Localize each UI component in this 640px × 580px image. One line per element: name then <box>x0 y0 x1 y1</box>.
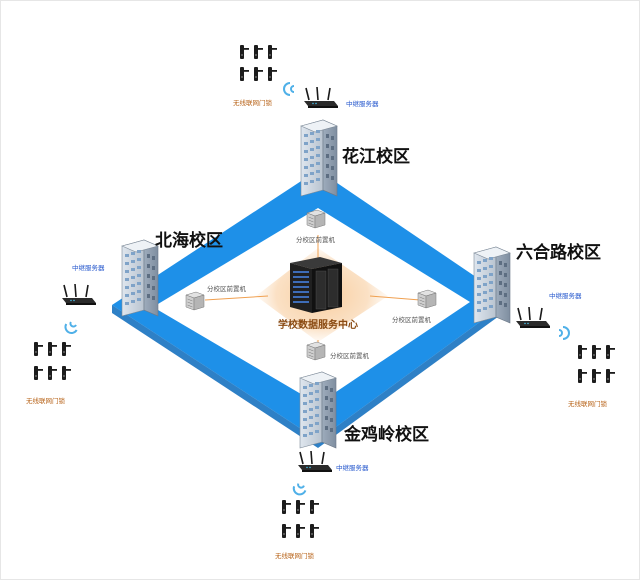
door-lock-icon <box>592 345 601 359</box>
door-lock-icon <box>268 45 277 59</box>
relay-router-icon-top <box>303 86 339 109</box>
door-lock-icon <box>34 342 43 356</box>
building-icon-huajiang <box>300 119 338 197</box>
door-lock-icon <box>62 342 71 356</box>
campus-ring <box>112 170 510 440</box>
front-server-icon-bottom <box>306 341 326 361</box>
relay-router-icon-bottom <box>297 450 333 473</box>
lock-label-top: 无线联网门锁 <box>233 98 273 107</box>
relay-label-top: 中继服务器 <box>346 99 379 108</box>
front-server-icon-right <box>417 289 437 309</box>
front-server-label-bottom: 分校区前置机 <box>330 351 370 360</box>
front-server-label-top: 分校区前置机 <box>296 235 336 244</box>
campus-label-liuhelu: 六合路校区 <box>516 242 601 263</box>
door-lock-icon <box>310 500 319 514</box>
front-server-label-left: 分校区前置机 <box>207 284 247 293</box>
door-lock-icon <box>282 524 291 538</box>
campus-label-beihai: 北海校区 <box>155 230 223 251</box>
data-center-server-icon <box>290 257 342 313</box>
front-server-label-right: 分校区前置机 <box>392 315 432 324</box>
building-icon-liuhelu <box>473 246 511 324</box>
wifi-icon-left <box>62 319 80 337</box>
wifi-icon-bottom <box>291 481 308 498</box>
door-lock-group-bottom <box>282 500 319 538</box>
front-server-icon-left <box>185 291 205 311</box>
door-lock-group-top <box>240 45 277 81</box>
wifi-icon-right <box>558 326 570 340</box>
door-lock-icon <box>282 500 291 514</box>
door-lock-icon <box>240 67 249 81</box>
door-lock-icon <box>268 67 277 81</box>
lock-label-left: 无线联网门锁 <box>26 396 66 405</box>
building-icon-jinjiling <box>299 371 337 449</box>
relay-label-right: 中继服务器 <box>549 291 582 300</box>
relay-router-icon-right <box>515 306 551 329</box>
door-lock-group-right <box>578 345 615 383</box>
door-lock-icon <box>48 342 57 356</box>
wifi-icon-top <box>283 82 295 96</box>
door-lock-icon <box>296 524 305 538</box>
campus-label-jinjiling: 金鸡岭校区 <box>343 424 429 445</box>
lock-label-bottom: 无线联网门锁 <box>275 551 315 560</box>
door-lock-icon <box>606 345 615 359</box>
door-lock-icon <box>48 366 57 380</box>
door-lock-icon <box>62 366 71 380</box>
door-lock-icon <box>254 67 263 81</box>
relay-label-left: 中继服务器 <box>72 263 105 272</box>
lock-label-right: 无线联网门锁 <box>568 399 608 408</box>
data-center-label: 学校数据服务中心 <box>278 318 358 331</box>
campus-label-huajiang: 花江校区 <box>342 146 410 167</box>
door-lock-icon <box>578 345 587 359</box>
door-lock-icon <box>578 369 587 383</box>
door-lock-icon <box>240 45 249 59</box>
relay-router-icon-left <box>61 283 97 306</box>
door-lock-icon <box>606 369 615 383</box>
building-icon-beihai <box>121 239 159 317</box>
door-lock-group-left <box>34 342 71 380</box>
door-lock-icon <box>34 366 43 380</box>
relay-label-bottom: 中继服务器 <box>336 463 369 472</box>
door-lock-icon <box>592 369 601 383</box>
door-lock-icon <box>310 524 319 538</box>
door-lock-icon <box>254 45 263 59</box>
door-lock-icon <box>296 500 305 514</box>
front-server-icon-top <box>306 209 326 229</box>
